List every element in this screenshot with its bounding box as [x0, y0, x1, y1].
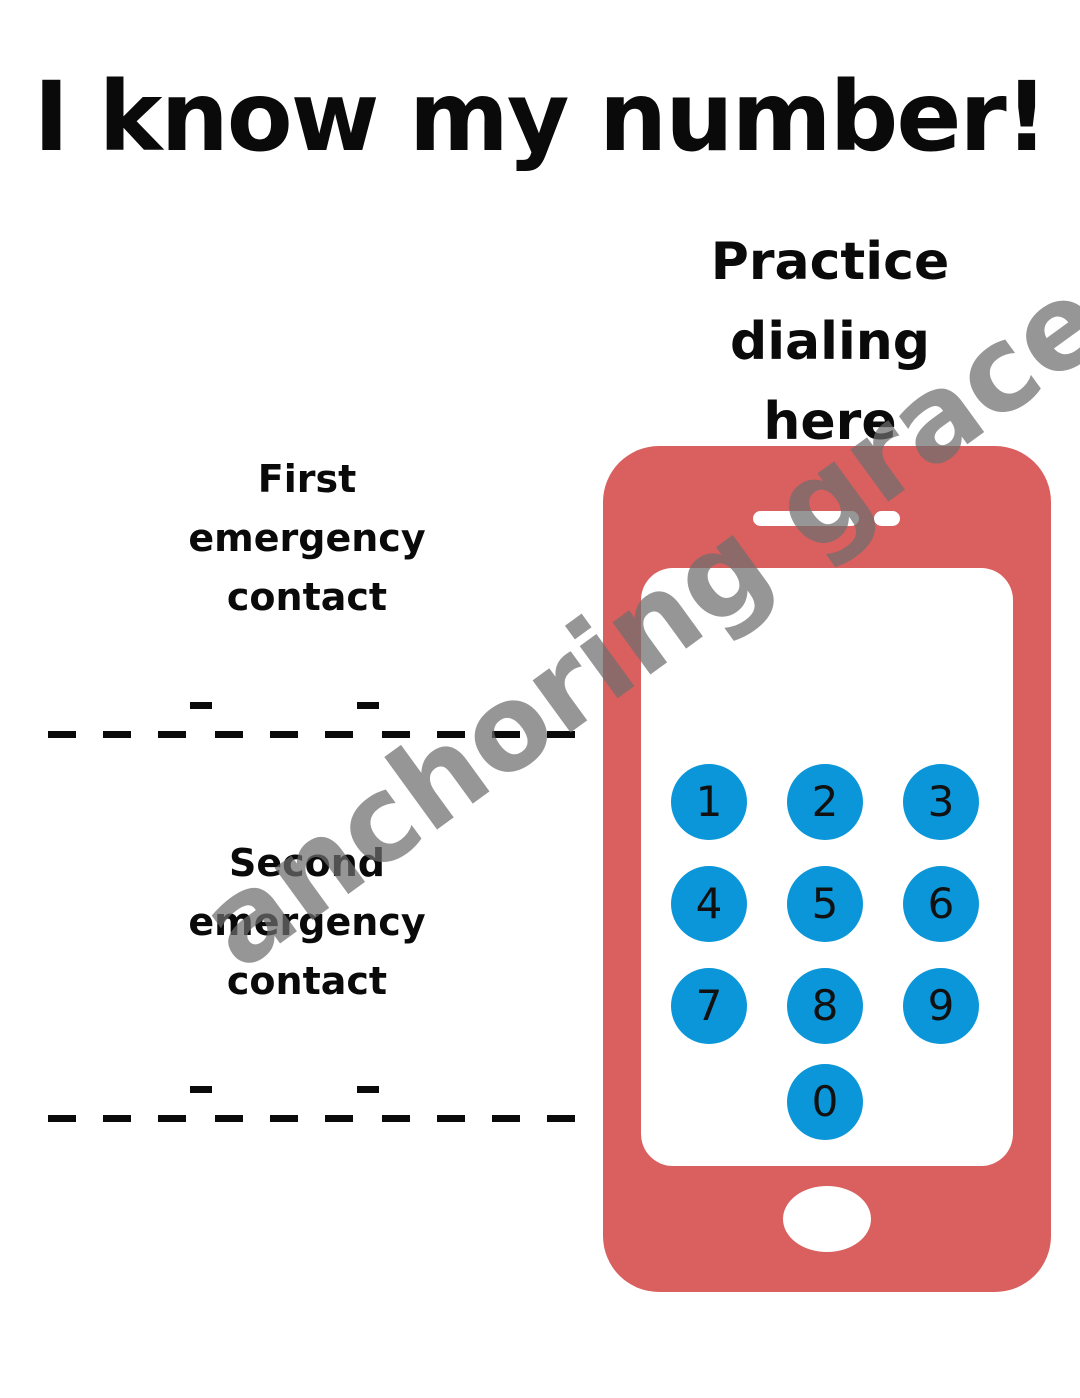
number-separator — [190, 1086, 212, 1093]
number-separator — [357, 1086, 379, 1093]
digit-blank — [270, 731, 298, 738]
number-separator — [190, 702, 212, 709]
digit-blank — [270, 1115, 298, 1122]
digit-blank — [103, 1115, 131, 1122]
keypad-key-1[interactable]: 1 — [671, 764, 747, 840]
keypad-key-5[interactable]: 5 — [787, 866, 863, 942]
keypad-key-0[interactable]: 0 — [787, 1064, 863, 1140]
second-contact-label: Second emergency contact — [188, 841, 426, 1003]
digit-blank — [48, 731, 76, 738]
second-contact-number-blanks — [48, 1074, 578, 1134]
digit-blank — [325, 1115, 353, 1122]
digit-blank — [437, 731, 465, 738]
phone-speaker — [753, 511, 859, 526]
keypad-key-7[interactable]: 7 — [671, 968, 747, 1044]
digit-blank — [215, 731, 243, 738]
phone-illustration: 1 2 3 4 5 6 7 8 9 0 — [603, 446, 1051, 1292]
practice-dialing-label: Practice dialing here — [710, 232, 950, 452]
digit-blank — [492, 731, 520, 738]
page-title: I know my number! — [33, 61, 1048, 173]
phone-screen: 1 2 3 4 5 6 7 8 9 0 — [641, 568, 1013, 1166]
digit-blank — [547, 731, 575, 738]
keypad-key-3[interactable]: 3 — [903, 764, 979, 840]
digit-blank — [382, 731, 410, 738]
digit-blank — [158, 731, 186, 738]
digit-blank — [492, 1115, 520, 1122]
phone-camera — [874, 511, 900, 526]
keypad-key-6[interactable]: 6 — [903, 866, 979, 942]
keypad-key-9[interactable]: 9 — [903, 968, 979, 1044]
number-separator — [357, 702, 379, 709]
phone-home-button — [783, 1186, 871, 1252]
keypad-key-2[interactable]: 2 — [787, 764, 863, 840]
digit-blank — [48, 1115, 76, 1122]
first-contact-number-blanks — [48, 690, 578, 750]
digit-blank — [215, 1115, 243, 1122]
digit-blank — [325, 731, 353, 738]
keypad-key-4[interactable]: 4 — [671, 866, 747, 942]
keypad-key-8[interactable]: 8 — [787, 968, 863, 1044]
digit-blank — [437, 1115, 465, 1122]
first-contact-label: First emergency contact — [188, 457, 426, 619]
digit-blank — [103, 731, 131, 738]
digit-blank — [547, 1115, 575, 1122]
digit-blank — [382, 1115, 410, 1122]
digit-blank — [158, 1115, 186, 1122]
